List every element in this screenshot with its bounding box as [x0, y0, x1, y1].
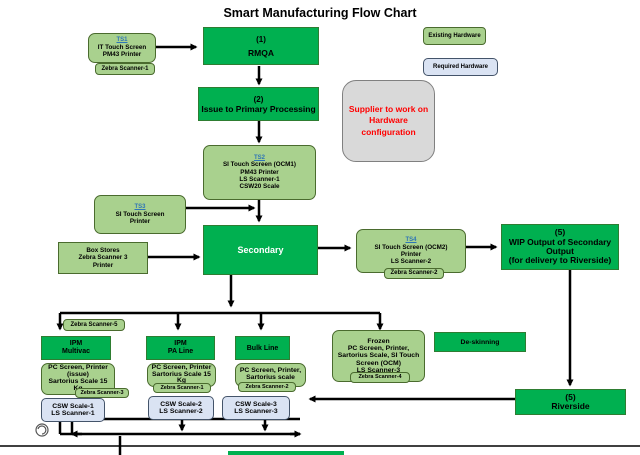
ts3-link[interactable]: TS3 — [134, 203, 146, 210]
wip-line: WIP Output of Secondary — [508, 236, 612, 247]
ipm-multivac-required: CSW Scale-1 LS Scanner-1 — [41, 398, 105, 422]
hw-line: Sartorius Scale 15 — [48, 378, 108, 385]
ts4-line: SI Touch Screen (OCM2) — [374, 243, 448, 251]
secondary-step: Secondary — [203, 225, 318, 275]
ipm-pa-line-step: IPM PA Line — [146, 336, 215, 360]
rmqa-step: (1) RMQA — [203, 27, 319, 65]
frozen-line: Sartorius Scale, SI Touch — [337, 352, 420, 360]
riverside-line: Riverside — [551, 401, 590, 411]
ts1-station: TS1 IT Touch Screen PM43 Printer — [88, 33, 156, 63]
deskinning-step: De-skinning — [434, 332, 526, 352]
line-name: Multivac — [61, 348, 90, 355]
req-line: CSW Scale-2 — [160, 400, 202, 408]
step-number: (1) — [256, 34, 266, 44]
supplier-note: Supplier to work on Hardware configurati… — [342, 80, 435, 162]
riverside-step: (5) Riverside — [515, 389, 626, 415]
frozen-line: LS Scanner-3 — [356, 366, 401, 374]
hw-line: Sartorius Scale 15 — [152, 370, 211, 378]
zebra-scanner-5-badge: Zebra Scanner-5 — [63, 319, 125, 331]
page-title: Smart Manufacturing Flow Chart — [223, 6, 417, 20]
zebra-scanner-1-badge: Zebra Scanner-1 — [153, 383, 211, 393]
req-line: LS Scanner-1 — [51, 410, 95, 417]
line-name: IPM — [174, 340, 187, 348]
box-stores-line: Printer — [92, 261, 114, 269]
hw-line: PC Screen, Printer — [151, 363, 212, 371]
hw-line: PC Screen, Printer — [48, 364, 108, 372]
zebra-scanner-4-badge: Zebra Scanner-4 — [350, 372, 410, 383]
ts1-line: IT Touch Screen — [97, 44, 147, 52]
ts2-link[interactable]: TS2 — [253, 154, 265, 161]
box-stores-line: Zebra Scanner 3 — [78, 254, 128, 262]
req-line: CSW Scale-1 — [52, 402, 94, 410]
frozen-line: Frozen — [367, 338, 390, 346]
hw-line: PC Screen, Printer, — [239, 367, 302, 375]
ts4-line: Printer — [400, 250, 422, 258]
ts1-link[interactable]: TS1 — [116, 37, 128, 44]
ts4-link[interactable]: TS4 — [405, 236, 417, 243]
req-line: CSW Scale-3 — [235, 400, 277, 408]
ts2-line: SI Touch Screen (OCM1) — [222, 161, 296, 169]
ts2-line: PM43 Printer — [240, 168, 279, 176]
ts2-line: LS Scanner-1 — [239, 175, 280, 183]
frozen-line: Screen (OCM) — [356, 359, 401, 367]
ts4-line: LS Scanner-2 — [390, 258, 432, 266]
line-name: IPM — [69, 340, 83, 348]
ipm-multivac-step: IPM Multivac — [41, 336, 111, 360]
zebra-scanner-2-badge: Zebra Scanner-2 — [238, 382, 296, 392]
req-line: LS Scanner-3 — [234, 408, 278, 415]
line-name: PA Line — [167, 348, 194, 355]
ts4-station: TS4 SI Touch Screen (OCM2) Printer LS Sc… — [356, 229, 466, 273]
ts2-station: TS2 SI Touch Screen (OCM1) PM43 Printer … — [203, 145, 316, 200]
wip-line: (5) — [554, 227, 566, 238]
hw-line: (issue) — [67, 371, 89, 379]
step-label: RMQA — [248, 47, 274, 58]
frozen-line: PC Screen, Printer, — [347, 345, 410, 353]
step-label: Issue to Primary Processing — [201, 103, 316, 114]
rotate-icon — [35, 423, 49, 437]
ts2-line: CSW20 Scale — [239, 183, 280, 191]
zebra-scanner-1-badge: Zebra Scanner-1 — [95, 63, 155, 75]
riverside-line: (5) — [565, 391, 576, 402]
box-stores-station: Box Stores Zebra Scanner 3 Printer — [58, 242, 148, 274]
ts3-line: Printer — [129, 217, 151, 225]
req-line: LS Scanner-2 — [159, 408, 203, 415]
zebra-scanner-3-badge: Zebra Scanner-3 — [75, 388, 129, 398]
hw-line: Sartorius scale — [246, 374, 295, 381]
ipm-pa-required: CSW Scale-2 LS Scanner-2 — [148, 396, 214, 420]
zebra-scanner-2-badge: Zebra Scanner-2 — [384, 268, 444, 279]
step-number: (2) — [253, 94, 264, 104]
ts3-line: SI Touch Screen — [115, 210, 165, 218]
wip-line: Output — [546, 246, 574, 256]
wip-line: (for delivery to Riverside) — [508, 255, 612, 266]
ts1-line: PM43 Printer — [102, 51, 142, 59]
bulk-line-step: Bulk Line — [235, 336, 290, 360]
ts3-station: TS3 SI Touch Screen Printer — [94, 195, 186, 234]
legend-required-hardware: Required Hardware — [423, 58, 498, 76]
hw-line: Kg — [176, 377, 187, 385]
box-stores-line: Box Stores — [86, 247, 120, 255]
legend-existing-hardware: Existing Hardware — [423, 27, 486, 45]
wip-output-step: (5) WIP Output of Secondary Output (for … — [501, 224, 619, 270]
bulk-line-required: CSW Scale-3 LS Scanner-3 — [222, 396, 290, 420]
primary-processing-step: (2) Issue to Primary Processing — [198, 87, 319, 121]
